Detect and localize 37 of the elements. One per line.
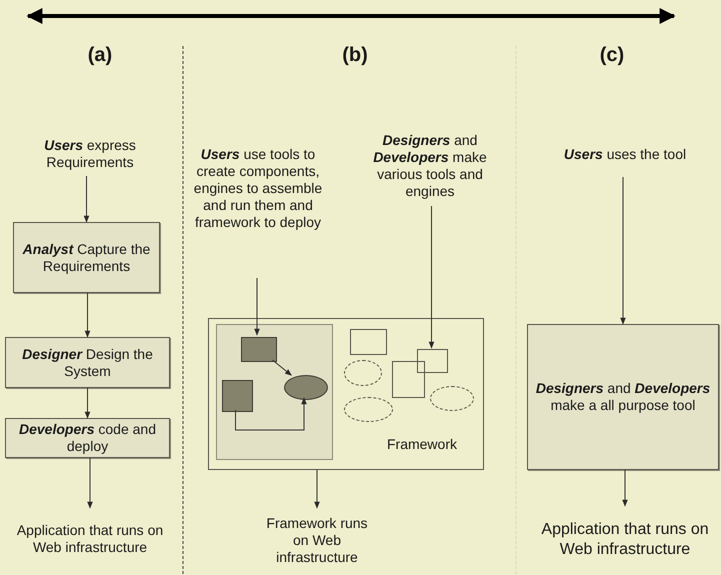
annotation-text: Framework runs on Web infrastructure (262, 508, 372, 572)
annotation-text: Users use tools to create components, engines to assemble and run them and framework to deploy (193, 98, 323, 278)
arrow (272, 360, 292, 376)
arrow (235, 397, 307, 430)
component-shape (241, 337, 277, 362)
component-shape (222, 380, 253, 412)
component-outline (392, 361, 425, 398)
panel-label: (a) (88, 44, 112, 67)
annotation-text: Users uses the tool (548, 131, 702, 177)
annotation-text: Users express Requirements (20, 132, 160, 176)
panel-label: (b) (342, 44, 368, 67)
panel-label: (c) (600, 44, 624, 67)
component-shape (284, 375, 328, 400)
framework-label: Framework (386, 436, 457, 453)
arrow (87, 458, 93, 509)
annotation-text: Application that runs on Web infrastructure (540, 506, 710, 574)
component-outline (344, 397, 393, 422)
arrow (84, 292, 90, 338)
arrow (84, 388, 90, 419)
arrow (622, 470, 628, 507)
process-box: Analyst Capture the Requirements (13, 222, 160, 293)
annotation-text: Application that runs on Web infrastructure (15, 508, 165, 570)
arrow (254, 278, 260, 336)
framework-box (208, 318, 484, 470)
component-outline (344, 360, 382, 386)
component-outline (430, 386, 474, 411)
component-panel (216, 324, 333, 460)
process-box: Developers code and deploy (5, 418, 170, 458)
process-box: Designer Design the System (5, 337, 170, 388)
component-outline (417, 349, 448, 373)
process-box: Designers and Developers make a all purpose tool (527, 324, 719, 470)
arrow (428, 206, 434, 349)
annotation-text: Designers and Developers make various tools and engines (352, 126, 508, 206)
arrow (620, 176, 626, 325)
arrow (314, 470, 320, 509)
arrow (84, 176, 90, 223)
component-outline (350, 329, 387, 355)
